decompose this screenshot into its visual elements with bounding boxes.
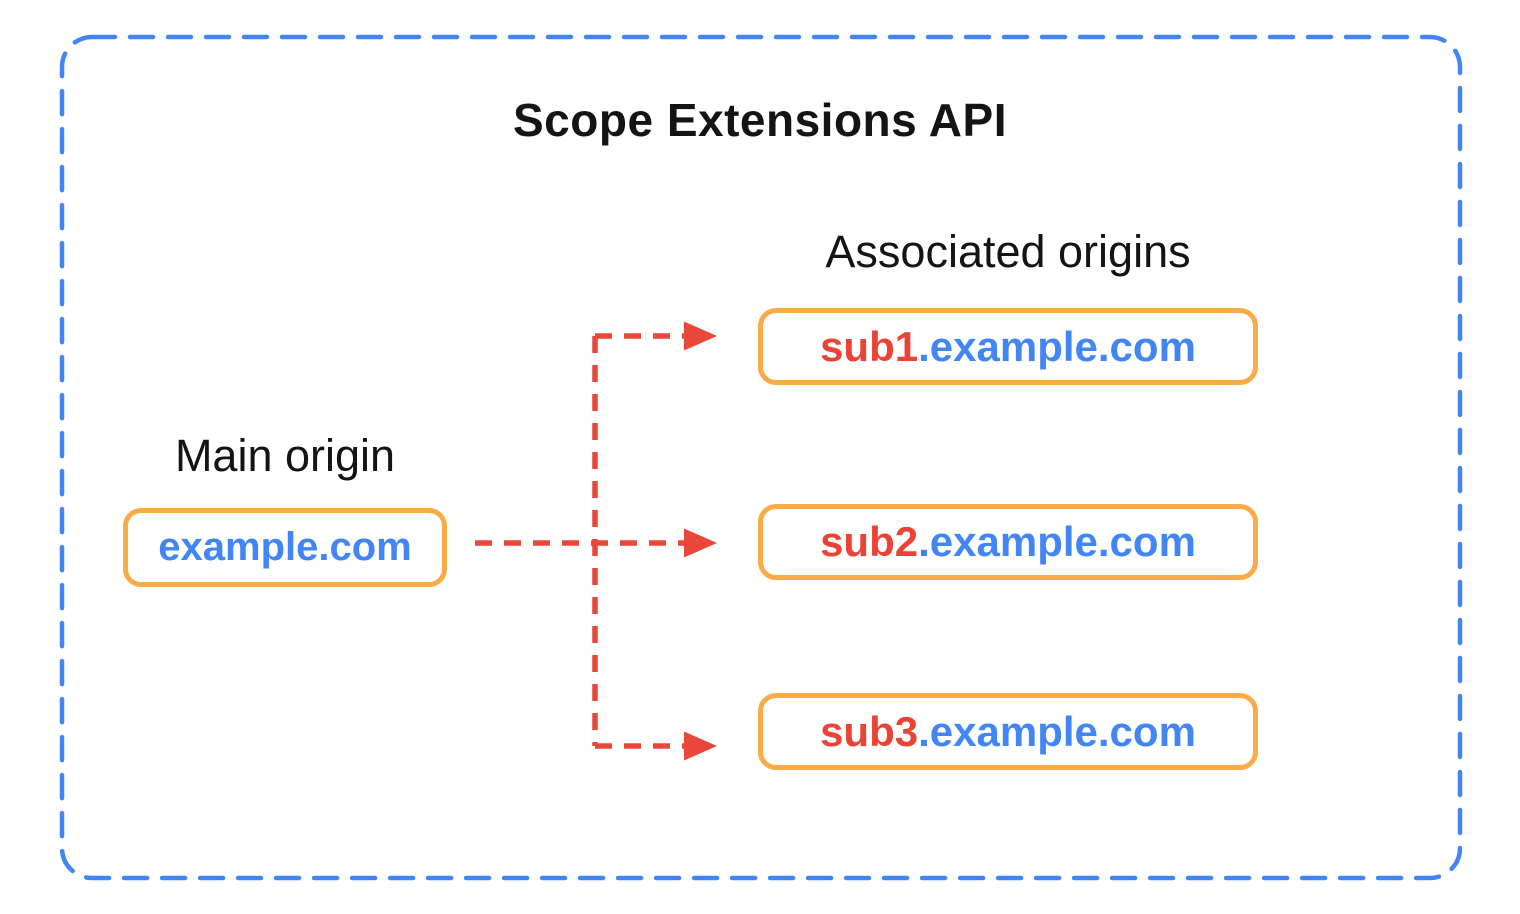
sub3-prefix: sub3 [820,707,919,755]
page-title: Scope Extensions API [513,94,1007,146]
sub1-prefix: sub1 [820,322,919,370]
sub1-suffix: .example.com [918,322,1196,370]
associated-origin-box-sub2: sub2.example.com [758,504,1258,580]
associated-origin-box-sub1: sub1.example.com [758,308,1258,385]
main-origin-domain: example.com [158,525,412,569]
sub3-suffix: .example.com [918,707,1196,755]
sub2-prefix: sub2 [820,518,919,565]
arrowhead-sub2-icon [684,528,717,558]
arrowhead-sub3-icon [684,731,717,761]
associated-origin-box-sub3: sub3.example.com [758,693,1258,770]
main-origin-label: Main origin [174,430,396,481]
main-origin-box: example.com [123,508,447,587]
sub2-suffix: .example.com [918,518,1196,565]
connector-arrows [475,333,684,749]
arrowhead-sub1-icon [684,321,717,351]
associated-origins-label: Associated origins [825,226,1191,277]
